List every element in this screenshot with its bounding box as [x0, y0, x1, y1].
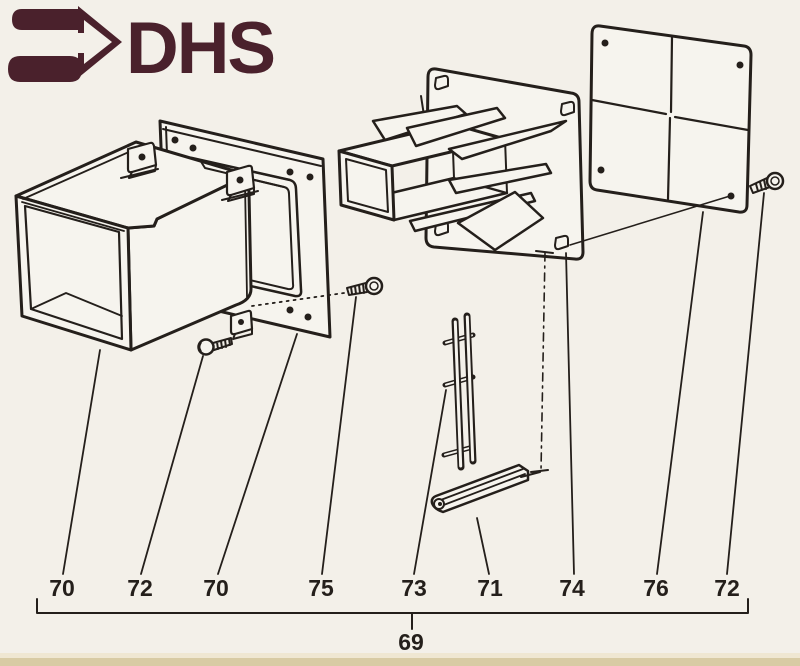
- hinge-rod-highlight: [453, 320, 463, 468]
- assembly-axis-line: [540, 252, 546, 472]
- tab-hole: [238, 319, 244, 325]
- cover-plate-divisions: [590, 35, 750, 201]
- assembly-axis: [520, 250, 554, 478]
- part-label-75: 75: [308, 575, 334, 601]
- footer-strip-light: [0, 653, 800, 658]
- mounting-tab-foot: [120, 164, 159, 179]
- part-label-71: 71: [477, 575, 503, 601]
- screw-head: [364, 276, 384, 296]
- cover-plate-hole: [597, 166, 605, 174]
- tab-hole: [236, 176, 244, 184]
- arrow-right-icon: [12, 9, 80, 30]
- tab-hole: [138, 153, 146, 161]
- leader-line: [726, 192, 765, 575]
- hinge-rod-set: [441, 312, 477, 471]
- cover-plate-hole: [727, 192, 735, 200]
- screw-thread: [346, 282, 368, 296]
- sleeve-opening-inner: [345, 158, 389, 213]
- leader-line: [321, 296, 357, 575]
- arrow-right-icon: [8, 56, 82, 82]
- part-label-74: 74: [559, 575, 585, 601]
- part-label-72b: 72: [714, 575, 740, 601]
- group-bracket: 69: [36, 598, 749, 655]
- screw-head: [197, 338, 215, 356]
- alignment-dotted-line: [251, 292, 345, 307]
- brand-logo: DHS: [8, 6, 276, 89]
- shutter-flap: [456, 190, 545, 252]
- leader-lines: [62, 192, 765, 575]
- screw-head-detail: [369, 281, 379, 291]
- flange-hole: [171, 136, 179, 144]
- plate-corner-notch: [434, 74, 449, 91]
- roller-bar: [430, 463, 530, 514]
- leader-line: [62, 349, 101, 575]
- roller-bar-end-hole: [438, 502, 442, 506]
- part-label-76: 76: [643, 575, 669, 601]
- part-labels: 70 72 70 75 73 71 74 76 72: [49, 575, 740, 601]
- flange-hole: [286, 168, 294, 176]
- duct-opening-inner: [23, 204, 124, 341]
- part-label-73: 73: [401, 575, 427, 601]
- leader-line: [565, 252, 575, 575]
- part-label-72a: 72: [127, 575, 153, 601]
- cover-plate-hole: [601, 39, 609, 47]
- shutter-flap: [447, 119, 568, 161]
- brand-name: DHS: [126, 8, 274, 89]
- mounting-tab-foot: [221, 187, 259, 202]
- duct-interior-lines: [30, 292, 123, 317]
- leader-line: [140, 355, 204, 575]
- arrow-right-icon: [30, 20, 112, 64]
- roller-bar-slot-lines: [437, 468, 526, 507]
- leader-line: [217, 333, 298, 575]
- hinge-rod: [451, 312, 477, 471]
- leader-line: [476, 517, 490, 575]
- screw-right: [749, 171, 785, 194]
- axis-tick: [520, 250, 554, 478]
- duct-box: [14, 140, 291, 352]
- part-label-70b: 70: [203, 575, 229, 601]
- cover-plate-hole: [736, 61, 744, 69]
- hinge-rod-highlight: [465, 315, 475, 462]
- duct-top-lip-line: [21, 146, 141, 232]
- screw-head-detail: [199, 342, 202, 352]
- flange-hole: [286, 306, 294, 314]
- duct-box-front-face: [14, 194, 133, 352]
- leader-line: [413, 389, 447, 575]
- plate-corner-notch: [554, 234, 569, 251]
- screw-left: [197, 337, 233, 356]
- duct-sleeve-rim-line: [244, 183, 248, 298]
- leader-line: [656, 211, 704, 575]
- screw-middle: [346, 276, 384, 296]
- group-label-69: 69: [398, 629, 424, 655]
- screw-head-detail: [770, 176, 780, 186]
- screw-thread: [212, 337, 233, 351]
- screw-thread: [749, 177, 771, 194]
- flange-hole: [306, 173, 314, 181]
- flange-hole: [304, 313, 312, 321]
- shutter-flap: [447, 162, 553, 195]
- flange-hole: [189, 144, 197, 152]
- shutter-flap: [405, 106, 507, 148]
- cover-plate: [588, 24, 753, 214]
- flap-sleeve-plate: [337, 67, 585, 261]
- part-label-70a: 70: [49, 575, 75, 601]
- alignment-line: [569, 195, 731, 246]
- bracket-line: [36, 598, 749, 614]
- plate-corner-notch: [560, 100, 575, 117]
- mounting-tab-foot: [232, 328, 253, 340]
- screw-head: [765, 171, 785, 191]
- footer-strip-tan: [0, 658, 800, 666]
